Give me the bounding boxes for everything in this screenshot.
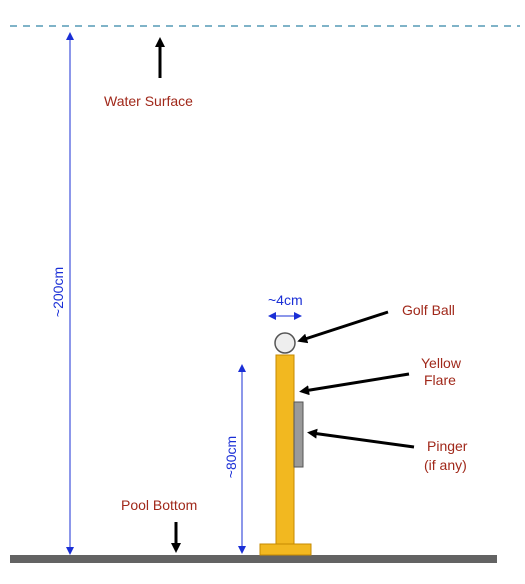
pinger-label-line2: (if any) [424,457,467,473]
pinger [293,401,304,468]
pinger-label-line1: Pinger [427,438,468,454]
golf-ball-arrow [297,310,389,344]
pool-bottom-label: Pool Bottom [121,497,197,513]
yellow-flare-arrow [299,372,410,396]
flare-height-dimension-label: ~80cm [223,436,239,478]
pinger-arrow [307,428,415,449]
golf-ball [274,332,296,354]
pool-floor [10,555,497,563]
golf-ball-label: Golf Ball [402,302,455,318]
water-surface-label: Water Surface [104,93,193,109]
ball-diameter-dimension-label: ~4cm [268,292,303,308]
flare-base [259,543,312,556]
yellow-flare-label-line1: Yellow [421,355,462,371]
yellow-flare-label-line2: Flare [424,372,456,388]
depth-dimension-label: ~200cm [50,267,66,317]
yellow-flare [275,354,295,545]
